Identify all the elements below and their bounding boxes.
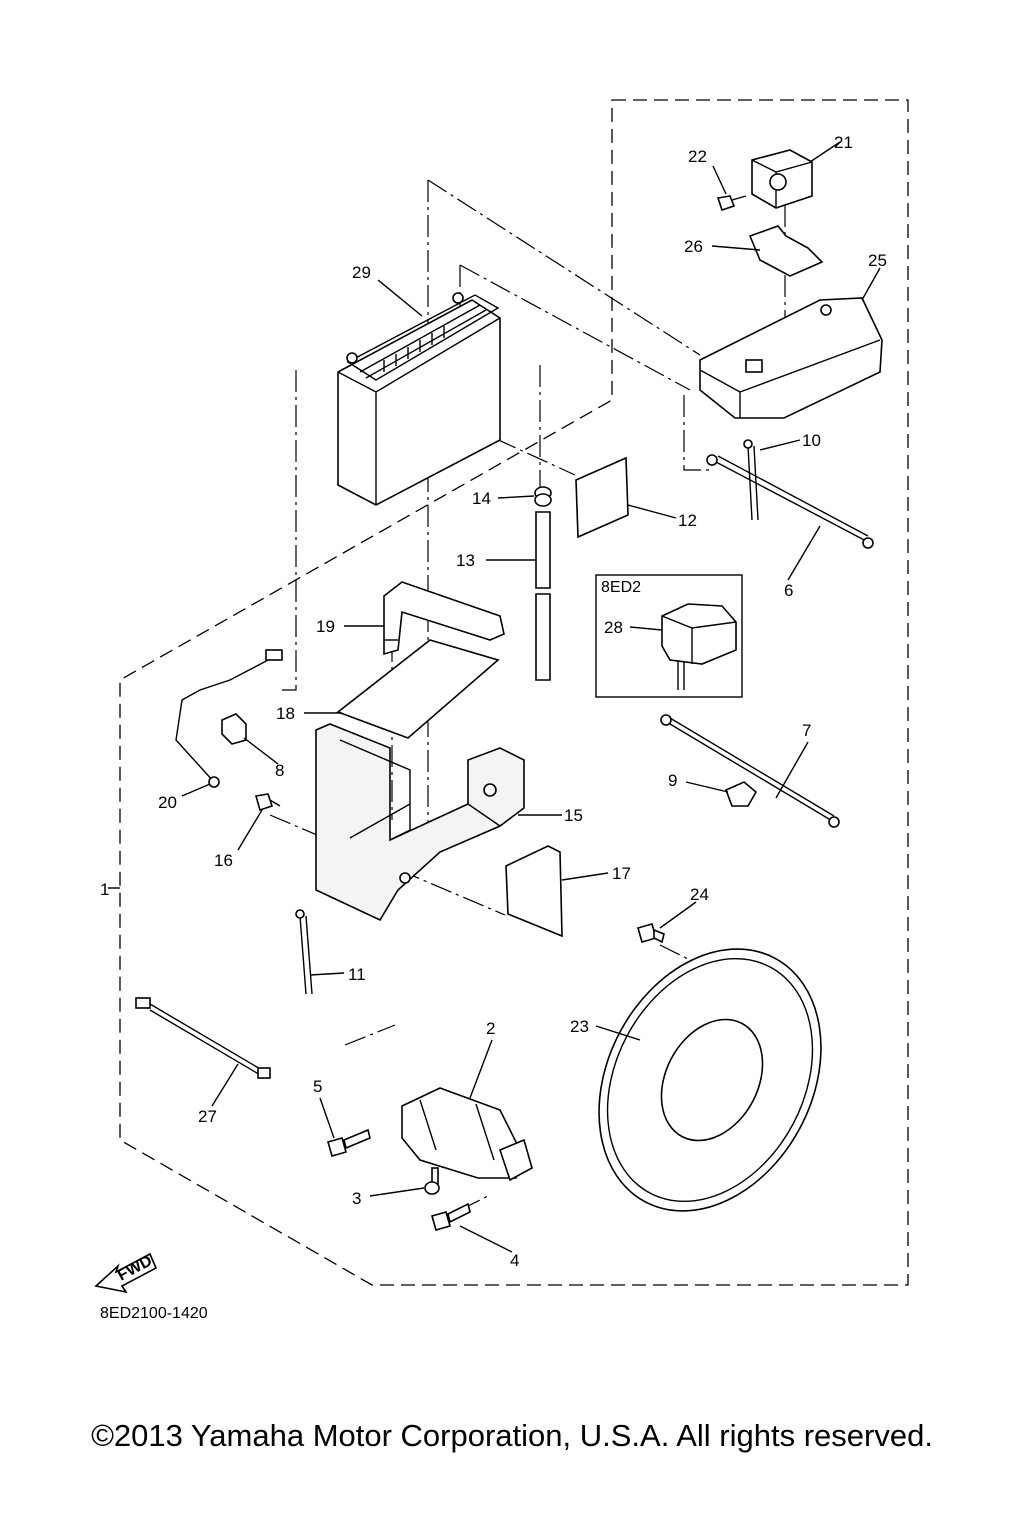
bolt-22-part — [716, 195, 747, 212]
callout-14: 14 — [472, 489, 491, 508]
coupler-8-part — [221, 713, 247, 745]
variant-8ed2-box — [595, 574, 743, 698]
bolt-16-part — [254, 793, 281, 812]
callout-23: 23 — [570, 1017, 589, 1036]
variant-box-label: 8ED2 — [601, 579, 641, 596]
callout-24: 24 — [690, 885, 709, 904]
callout-5: 5 — [313, 1077, 322, 1096]
callout-25: 25 — [868, 251, 887, 270]
rectifier-regulator-part — [751, 149, 813, 209]
callout-17: 17 — [612, 864, 631, 883]
cover-25-part — [699, 297, 883, 419]
band-11-part — [295, 909, 313, 995]
callout-11: 11 — [348, 965, 366, 984]
callout-15: 15 — [564, 806, 583, 825]
assembly-1-boundary — [119, 99, 909, 1286]
leader-lines — [108, 141, 881, 1253]
callout-7: 7 — [802, 721, 811, 740]
callout-28: 28 — [604, 618, 623, 637]
callout-3: 3 — [352, 1189, 361, 1208]
band-10-part — [743, 439, 759, 521]
callout-10: 10 — [802, 431, 821, 450]
callout-2: 2 — [486, 1019, 495, 1038]
callout-26: 26 — [684, 237, 703, 256]
drawing-number: 8ED2100-1420 — [100, 1305, 208, 1322]
callout-21: 21 — [834, 133, 853, 152]
callout-12: 12 — [678, 511, 697, 530]
callout-6: 6 — [784, 581, 793, 600]
nut-3-part — [424, 1181, 440, 1195]
starter-motor-2-part — [401, 1087, 533, 1185]
bolt-5-part — [327, 1128, 371, 1157]
fwd-arrow-icon: FWD — [94, 1252, 158, 1294]
callout-22: 22 — [688, 147, 707, 166]
callout-16: 16 — [214, 851, 233, 870]
pipe-13-part — [535, 511, 551, 681]
bolt-24-part — [637, 923, 665, 944]
callout-4: 4 — [510, 1251, 519, 1270]
callout-8: 8 — [275, 761, 284, 780]
callout-20: 20 — [158, 793, 177, 812]
bolt-4-part — [431, 1202, 471, 1231]
callout-13: 13 — [456, 551, 475, 570]
disc-23-part — [598, 948, 822, 1212]
battery-part — [337, 292, 501, 506]
callout-labels: 1 2 3 4 5 6 7 8 9 10 11 12 13 14 15 16 1… — [100, 133, 887, 1270]
sheet-17-part — [505, 845, 563, 938]
callout-18: 18 — [276, 704, 295, 723]
band-19-part — [383, 581, 505, 656]
copyright-notice: ©2013 Yamaha Motor Corporation, U.S.A. A… — [91, 1418, 933, 1453]
callout-29: 29 — [352, 263, 371, 282]
callout-1: 1 — [100, 880, 109, 899]
damper-14-part — [534, 486, 552, 507]
sheet-12-part — [575, 456, 629, 539]
wire-6-part — [706, 454, 874, 549]
battery-box-15-part — [315, 723, 525, 922]
holder-9-part — [724, 781, 758, 807]
callout-9: 9 — [668, 771, 677, 790]
lead-20-part — [175, 649, 283, 788]
bracket-26-part — [748, 225, 824, 277]
callout-19: 19 — [316, 617, 335, 636]
wire-27-part — [135, 997, 271, 1079]
wire-7-part — [660, 714, 840, 828]
sheet-18-part — [336, 639, 500, 739]
callout-27: 27 — [198, 1107, 217, 1126]
